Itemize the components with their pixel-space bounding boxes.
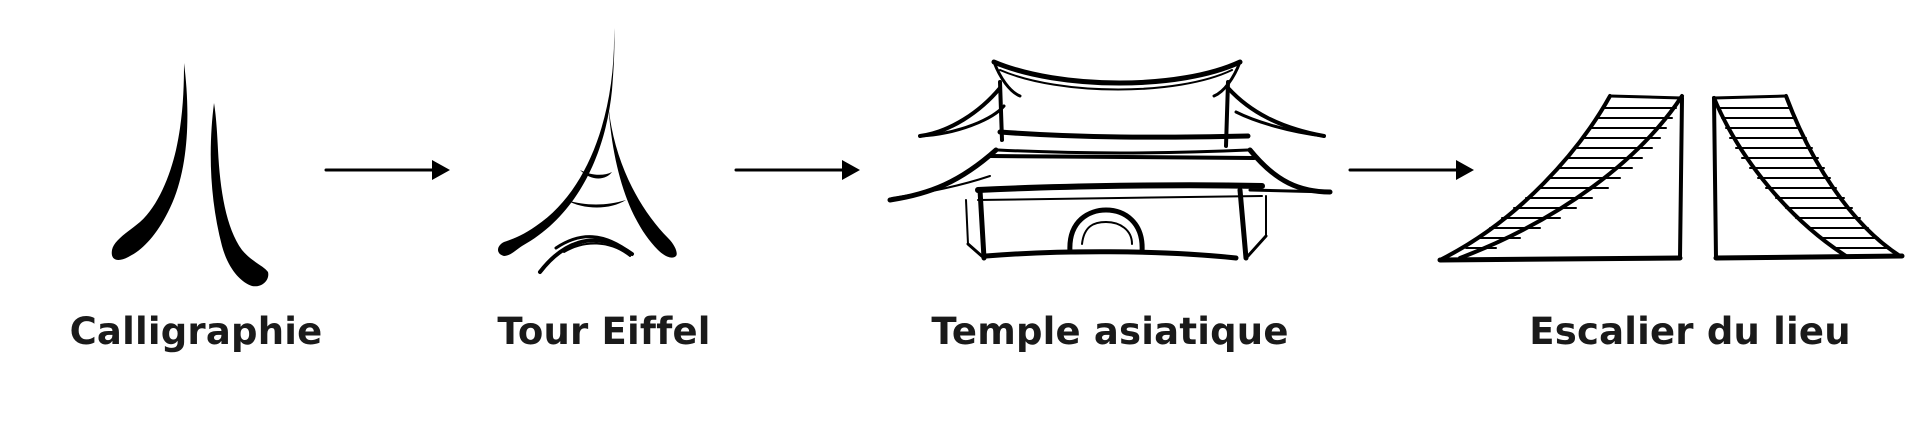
arrow-2-icon [734,160,860,180]
left-steps [1465,107,1677,249]
calligraphy-ren-icon [111,63,269,287]
right-steps [1717,107,1891,249]
arrow-1-icon [324,160,450,180]
asian-temple-icon [887,59,1333,261]
arrow-3-icon [1348,160,1474,180]
caption-staircase: Escalier du lieu [1529,310,1851,353]
caption-eiffel-tower: Tour Eiffel [497,310,711,353]
caption-calligraphy: Calligraphie [69,310,323,353]
eiffel-tower-icon [498,28,677,274]
staircase-icon [1437,94,1905,263]
caption-asian-temple: Temple asiatique [931,310,1289,353]
